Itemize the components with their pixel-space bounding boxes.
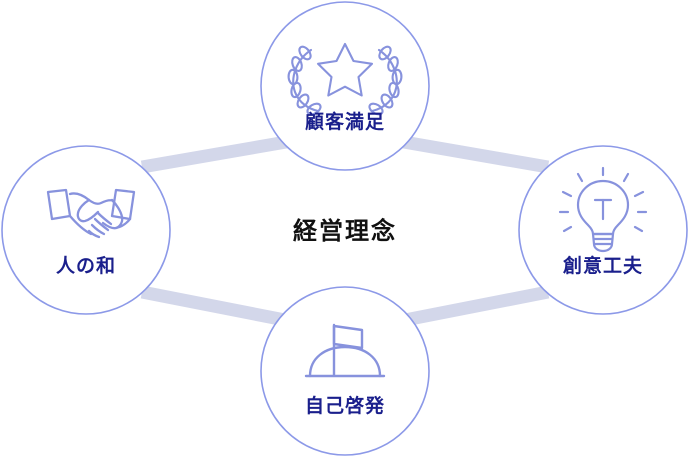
node-top[interactable]: 顧客満足 [260, 1, 430, 171]
connector-group [140, 134, 550, 328]
node-left-label: 人の和 [56, 254, 116, 277]
node-right-label: 創意工夫 [563, 254, 643, 277]
center-concept-label: 経営理念 [293, 217, 397, 245]
node-bottom-label: 自己啓発 [305, 394, 385, 417]
node-right-circle[interactable] [518, 145, 688, 315]
node-top-label: 顧客満足 [305, 110, 385, 133]
node-right[interactable]: 創意工夫 [518, 145, 688, 315]
connector-left-to-bottom [140, 285, 292, 328]
node-bottom-circle[interactable] [260, 286, 430, 456]
flag-hill-icon [304, 323, 386, 378]
handshake-icon [46, 188, 136, 239]
lightbulb-icon [558, 166, 648, 253]
laurel-star-icon [287, 42, 403, 116]
connector-top-to-right [396, 134, 550, 174]
connector-bottom-to-right [398, 285, 550, 328]
node-bottom[interactable]: 自己啓発 [260, 286, 430, 456]
node-left[interactable]: 人の和 [1, 145, 171, 315]
connector-left-to-top [140, 134, 294, 174]
